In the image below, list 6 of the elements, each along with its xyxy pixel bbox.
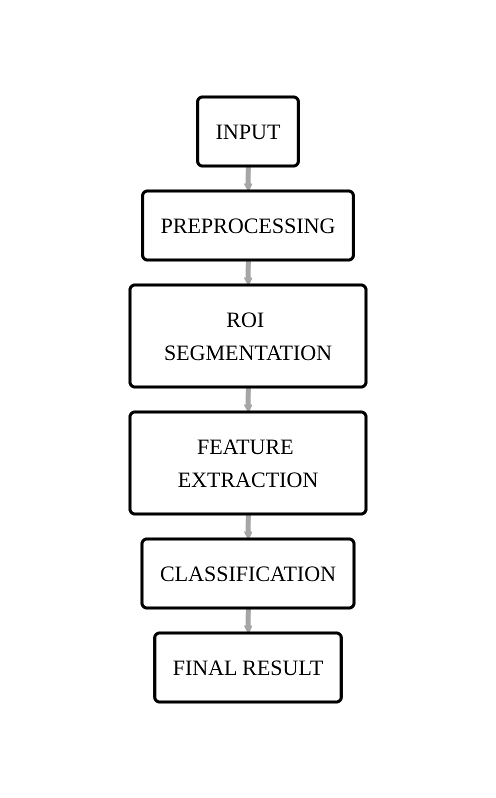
process-box: INPUT [196,95,300,167]
process-box: CLASSIFICATION [140,537,356,609]
process-box: PREPROCESSING [141,189,355,261]
process-box: ROI SEGMENTATION [128,283,368,388]
process-box: FINAL RESULT [153,631,343,703]
process-box: FEATURE EXTRACTION [128,410,368,515]
